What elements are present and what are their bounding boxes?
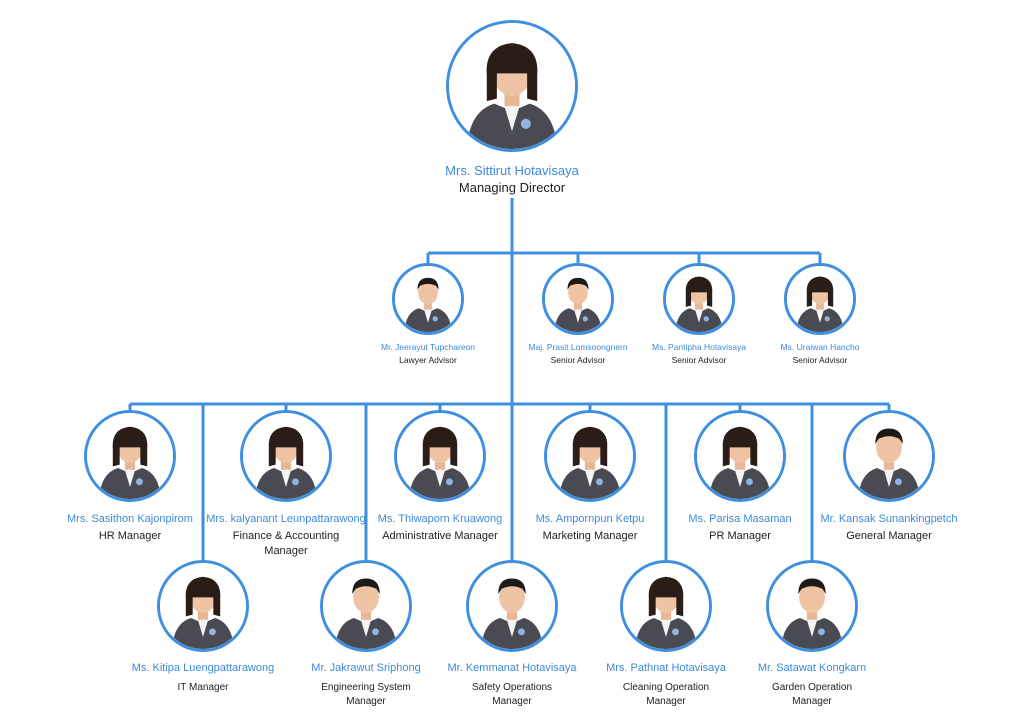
director-name: Mrs. Sittirut Hotavisaya [445,163,579,178]
manager-bottom-4-photo [620,560,712,652]
advisor-1-photo [392,263,464,335]
manager-bottom-5-name: Mr. Satawat Kongkarn [757,662,867,674]
manager-top-1-title: HR Manager [98,530,162,542]
manager-top-5-name: Ms. Parisa Masaman [688,513,792,525]
manager-top-4-name: Ms. Ampornpun Ketpu [535,513,645,525]
advisor-3-name: Ms. Pantipha Hotavisaya [651,342,747,352]
manager-top-6-name: Mr. Kansak Sunankingpetch [820,513,958,525]
manager-top-5-title: PR Manager [709,530,771,542]
manager-bottom-2-title: Engineering System Manager [321,682,411,707]
manager-top-2-photo [240,410,332,502]
manager-top-1-name: Mrs. Sasithon Kajonpirom [67,513,193,525]
manager-bottom-1-title: IT Manager [177,682,229,693]
manager-top-2-title: Finance & Accounting Manager [232,530,340,557]
manager-bottom-3-photo [466,560,558,652]
advisor-4-title: Senior Advisor [792,355,848,365]
director-title: Managing Director [458,180,566,195]
manager-bottom-5-title: Garden Operation Manager [771,682,853,707]
advisor-1-name: Mr. Jeerayut Tupchareon [380,342,476,352]
advisor-4-photo [784,263,856,335]
advisor-3-title: Senior Advisor [671,355,727,365]
manager-bottom-2-name: Mr. Jakrawut Sriphong [311,662,421,674]
manager-bottom-3-title: Safety Operations Manager [471,682,553,707]
manager-top-3-title: Administrative Manager [382,530,498,542]
manager-bottom-2-photo [320,560,412,652]
manager-top-3-photo [394,410,486,502]
manager-top-4-title: Marketing Manager [542,530,638,542]
advisor-2-name: Maj. Prasit Lomsoongnern [528,342,628,352]
advisor-1-title: Lawyer Advisor [399,355,457,365]
director-photo [446,20,578,152]
advisor-2-title: Senior Advisor [550,355,606,365]
manager-bottom-4-title: Cleaning Operation Manager [622,682,710,707]
advisor-3-photo [663,263,735,335]
manager-bottom-4-name: Mrs. Pathnat Hotavisaya [606,662,726,674]
manager-bottom-1-photo [157,560,249,652]
manager-top-1-photo [84,410,176,502]
advisor-4-name: Ms. Uraiwan Hancho [780,342,860,352]
manager-top-3-name: Ms. Thiwaporn Kruawong [377,513,503,525]
manager-top-5-photo [694,410,786,502]
manager-top-2-name: Mrs. kalyanant Leunpattarawong [206,513,366,525]
manager-bottom-1-name: Ms. Kitipa Luengpattarawong [131,662,275,674]
manager-top-6-title: General Manager [846,530,932,542]
manager-bottom-3-name: Mr. Kemmanat Hotavisaya [447,662,577,674]
manager-bottom-5-photo [766,560,858,652]
manager-top-6-photo [843,410,935,502]
advisor-2-photo [542,263,614,335]
manager-top-4-photo [544,410,636,502]
